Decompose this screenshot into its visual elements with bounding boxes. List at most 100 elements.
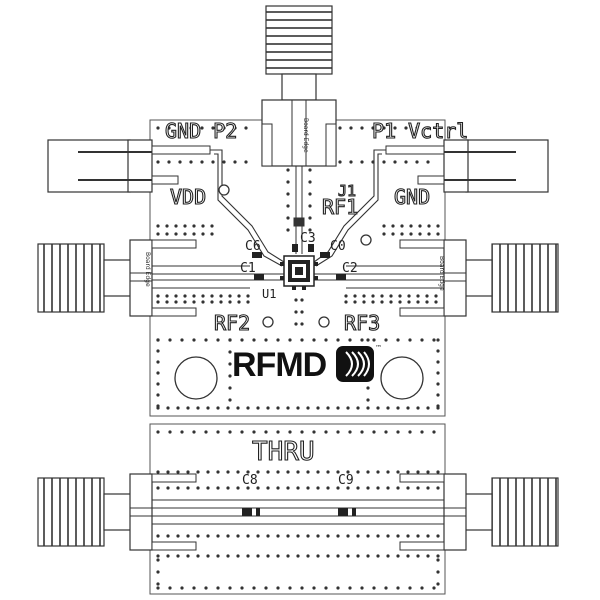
ground-via <box>336 430 340 434</box>
ground-via <box>252 430 256 434</box>
mounting-hole-left <box>174 356 218 400</box>
ground-via <box>356 486 360 490</box>
ground-via <box>156 430 160 434</box>
ground-via <box>426 486 430 490</box>
ground-via <box>266 554 270 558</box>
ground-via <box>366 486 370 490</box>
ground-via <box>389 294 393 298</box>
ground-via <box>168 338 172 342</box>
ground-via <box>236 406 240 410</box>
ground-via <box>398 294 402 298</box>
ground-via <box>436 393 440 397</box>
ground-via <box>276 554 280 558</box>
ground-via <box>346 486 350 490</box>
ground-via <box>246 486 250 490</box>
ground-via <box>366 406 370 410</box>
ground-via <box>396 470 400 474</box>
ground-via <box>436 558 440 562</box>
ground-via <box>228 430 232 434</box>
ground-via <box>256 406 260 410</box>
ground-via <box>296 406 300 410</box>
ground-via <box>308 204 312 208</box>
ground-via <box>436 360 440 364</box>
ground-via <box>206 534 210 538</box>
mounting-hole-right <box>380 356 424 400</box>
ground-via <box>308 180 312 184</box>
ground-via <box>300 322 304 326</box>
ground-via <box>236 534 240 538</box>
ground-via <box>336 338 340 342</box>
top-sma-connector <box>261 5 337 167</box>
ground-via <box>416 534 420 538</box>
ground-via <box>408 586 412 590</box>
ground-via <box>206 554 210 558</box>
ground-via <box>312 430 316 434</box>
rfmd-logo-mark <box>336 346 374 382</box>
ground-via <box>228 338 232 342</box>
ground-via <box>384 430 388 434</box>
ground-via <box>371 294 375 298</box>
ground-via <box>300 310 304 314</box>
ground-via <box>362 300 366 304</box>
ground-via <box>192 300 196 304</box>
rfmd-logo-text: RFMD <box>232 346 327 384</box>
ground-via <box>338 160 342 164</box>
ground-via <box>264 586 268 590</box>
right-sma-connector <box>399 239 559 317</box>
label-j1: J1 <box>338 182 356 200</box>
ground-via <box>366 534 370 538</box>
ground-via <box>416 294 420 298</box>
ground-via <box>406 470 410 474</box>
ground-via <box>371 160 375 164</box>
ground-via <box>236 554 240 558</box>
ground-via <box>409 232 413 236</box>
ground-via <box>360 160 364 164</box>
ground-via <box>176 470 180 474</box>
ground-via <box>336 486 340 490</box>
ground-via <box>226 406 230 410</box>
ground-via <box>371 300 375 304</box>
ground-via <box>228 586 232 590</box>
ground-via <box>216 534 220 538</box>
ground-via <box>156 393 160 397</box>
ground-via <box>425 294 429 298</box>
ground-via <box>366 398 370 402</box>
ground-via <box>420 430 424 434</box>
ground-via <box>156 126 160 130</box>
ground-via <box>211 160 215 164</box>
ground-via <box>233 126 237 130</box>
ground-via <box>336 470 340 474</box>
ground-via <box>420 586 424 590</box>
ground-via <box>201 294 205 298</box>
ground-via <box>420 338 424 342</box>
ground-via <box>233 160 237 164</box>
ground-via <box>356 406 360 410</box>
ground-via <box>246 294 250 298</box>
ground-via <box>386 486 390 490</box>
ground-via <box>416 300 420 304</box>
ground-via <box>366 470 370 474</box>
ground-via <box>408 338 412 342</box>
ground-via <box>308 168 312 172</box>
ground-via <box>382 232 386 236</box>
ground-via <box>192 338 196 342</box>
ground-via <box>286 228 290 232</box>
ground-via <box>174 232 178 236</box>
ground-via <box>396 338 400 342</box>
ground-via <box>386 406 390 410</box>
ground-via <box>156 586 160 590</box>
ground-via <box>396 430 400 434</box>
ground-via <box>349 160 353 164</box>
label-c6: C6 <box>245 239 261 254</box>
ground-via <box>204 586 208 590</box>
u1-chip <box>280 255 318 290</box>
ground-via <box>219 294 223 298</box>
ground-via <box>228 294 232 298</box>
ground-via <box>286 216 290 220</box>
ground-via <box>434 300 438 304</box>
ground-via <box>244 160 248 164</box>
ground-via <box>256 486 260 490</box>
ground-via <box>306 470 310 474</box>
ground-via <box>436 554 440 558</box>
ground-via <box>276 338 280 342</box>
